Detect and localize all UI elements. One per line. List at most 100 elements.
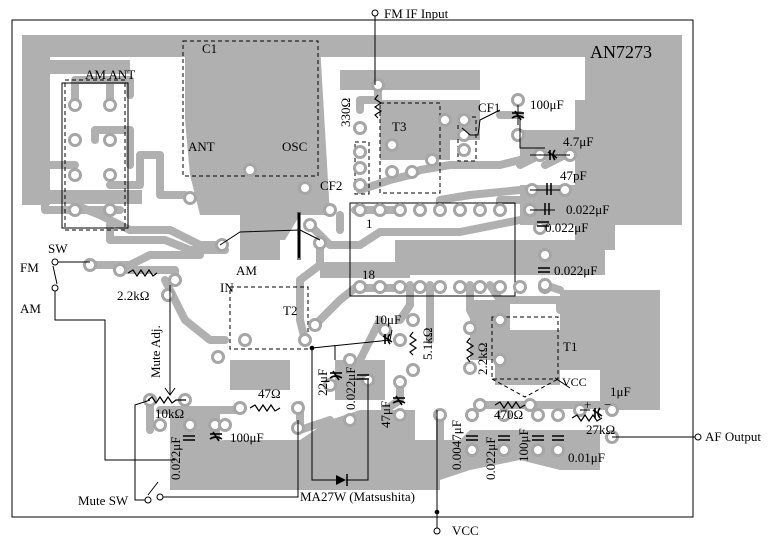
cap-plus-sign: + [584,397,591,412]
capacitors [183,183,564,441]
solder-pad [168,273,182,287]
solder-pad [103,203,117,217]
osc-label: OSC [282,139,307,154]
diode-ma27w [336,474,348,486]
solder-pad [313,236,327,250]
solder-pad [68,98,82,112]
fm-label: FM [20,260,39,275]
resistor-2k2-t1-label: 2.2kΩ [475,343,490,375]
cap-1u [592,407,603,419]
solder-pad [533,221,547,235]
solder-pad [457,113,471,127]
t2-label: T2 [283,303,297,318]
solder-pad [393,203,407,217]
fm-if-input-label: FM IF Input [384,6,449,21]
cap-minus-sign: − [604,397,611,412]
resistor-2k2-left [127,268,158,278]
solder-pad [353,178,367,192]
resistor-10k-label: 10kΩ [155,406,184,421]
cf1-label: CF1 [478,100,500,115]
cap-0u022-c [538,267,550,273]
solder-pad [425,153,439,167]
resistor-27k [571,413,603,423]
cap-47u [392,395,406,406]
cap-0u022-f-label: 0.022μF [483,437,498,480]
cap-100u-top [511,110,525,121]
solder-pad [103,133,117,147]
solder-pad [233,401,247,415]
cap-47p [546,183,552,195]
am-antenna-outline [61,82,129,229]
solder-pad [323,203,337,217]
solder-pad [298,181,312,195]
resistor-5k1-label: 5.1kΩ [420,328,435,360]
solder-pad [493,203,507,217]
af-output-terminal [694,433,702,441]
labels-group: AN7273 FM IF Input AF Output VCC VCC AM … [20,6,761,538]
solder-pad [511,128,525,142]
cap-0u0047-label: 0.0047μF [449,420,464,470]
solder-pad [463,361,477,375]
solder-pad [406,363,420,377]
solder-pad [353,145,367,159]
solder-pad [353,280,367,294]
solder-pad [433,203,447,217]
cap-0u022-a-label: 0.022μF [566,202,609,217]
cap-10u [382,333,393,345]
solder-pad [493,353,507,367]
mute-adj-label: Mute Adj. [148,325,163,378]
solder-pad [538,248,552,262]
solder-pad [371,78,385,92]
cap-100u-top-label: 100μF [530,97,564,112]
in-label: IN [220,280,234,295]
pin1-label: 1 [366,216,373,231]
solder-pad [551,408,565,422]
solder-pad [298,333,312,347]
cap-100u-right-label: 100μF [516,428,531,462]
solder-pad [453,203,467,217]
solder-pad [303,218,317,232]
solder-pad [68,168,82,182]
solder-pad [68,203,82,217]
c1-label: C1 [202,41,217,56]
pin18-label: 18 [362,267,375,282]
solder-pad [438,113,452,127]
solder-pad [413,203,427,217]
solder-pad [538,278,552,292]
am-label: AM [236,263,257,278]
solder-pad [113,263,127,277]
solder-pad [497,408,511,422]
solder-pad [353,203,367,217]
solder-pad [405,165,419,179]
diode-label: MA27W (Matsushita) [300,489,415,504]
cap-0u022-e-label: 0.022μF [168,437,183,480]
solder-pad [473,398,487,412]
solder-pad [83,258,97,272]
sw-label: SW [48,241,68,256]
mute-sw-terminal-a [144,496,152,504]
solder-pad [457,128,471,142]
cap-47u-label: 47μF [378,401,393,428]
solder-pad [433,280,447,294]
resistor-2k2-t1 [465,337,475,363]
resistor-2k2-left-label: 2.2kΩ [117,288,149,303]
cap-22u [329,370,343,381]
cap-0u022-a [544,203,550,215]
solder-pad [463,321,477,335]
cap-47p-label: 47pF [560,168,587,183]
solder-pad [385,138,399,152]
resistor-47-label: 47Ω [258,386,281,401]
solder-pad [531,408,545,422]
chip-title: AN7273 [590,42,652,62]
solder-pad [605,403,619,417]
cap-0u022-e [183,435,195,441]
switch-fm-terminal [51,258,59,266]
cf2-label: CF2 [320,178,342,193]
resistor-27k-label: 27kΩ [586,422,615,437]
solder-pad [551,443,565,457]
pads-group [68,78,619,457]
fm-if-input-terminal [371,9,379,17]
solder-pad [291,401,305,415]
cap-0u022-b [537,221,549,227]
